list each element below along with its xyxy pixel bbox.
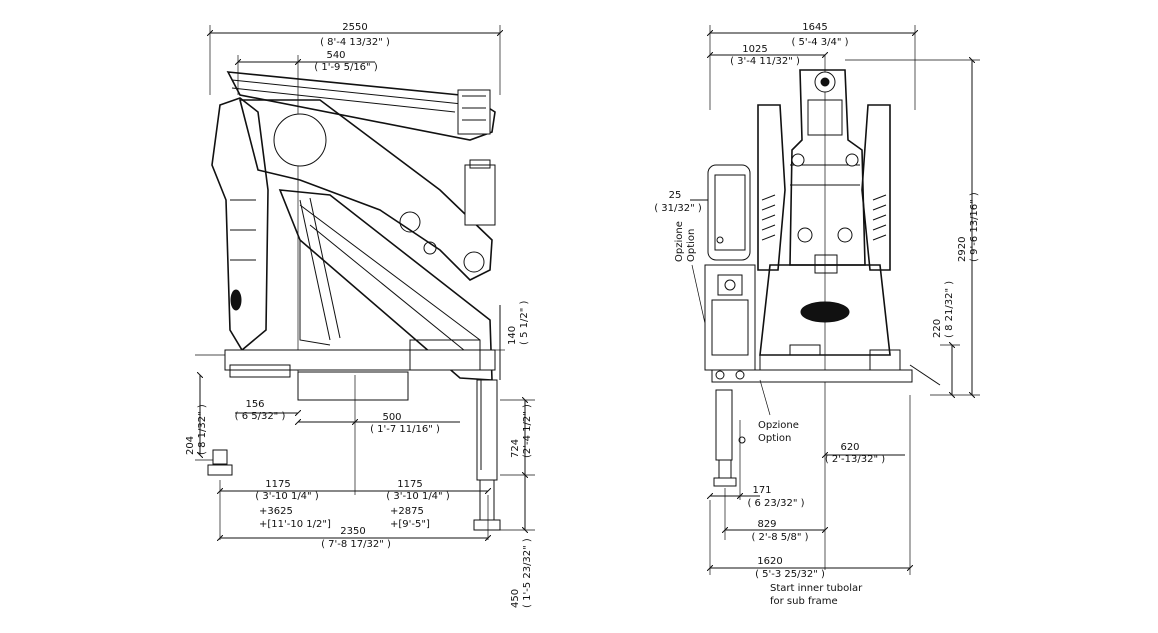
dim-25-in: ( 31/32" ) (654, 203, 702, 214)
dim-1620-in: ( 5'-3 25/32" ) (755, 569, 825, 580)
dim-leg-width: 171 ( 6 23/32" ) (710, 485, 805, 509)
rear-stabilizer-leg (713, 389, 746, 500)
note-line-1: Start inner tubolar (770, 583, 863, 594)
dim-500-in: ( 1'-7 11/16" ) (370, 424, 440, 435)
dim-1620-mm: 1620 (757, 556, 782, 567)
crane-body-side (211, 71, 496, 401)
dim-left-plus-in: +[11'-10 1/2"] (259, 519, 331, 530)
dim-right-1175-mm: 1175 (397, 479, 422, 490)
right-stabilizer-leg: 724 (2'-4 1/2" ) 450 ( 1'-5 23/32" ) (473, 379, 535, 608)
dim-overall-height: 2920 ( 9'-6 13/16" ) (845, 60, 980, 395)
dim-204-mm: 204 (185, 436, 196, 455)
dim-base-offset: 156 ( 6 5/32" ) (235, 399, 298, 422)
dim-156-mm: 156 (245, 399, 264, 410)
option-label-bottom: Opzione Option (758, 379, 799, 444)
dim-829-mm: 829 (757, 519, 776, 530)
option-label-bottom-it: Opzione (758, 420, 799, 431)
dim-left-1175-mm: 1175 (265, 479, 290, 490)
note-line-2: for sub frame (770, 596, 838, 607)
dim-2920-in: ( 9'-6 13/16" ) (969, 192, 980, 262)
dim-overall-width-rear: 1645 ( 5'-4 3/4" ) (710, 22, 915, 110)
dim-171-in: ( 6 23/32" ) (747, 498, 804, 509)
dim-overall-width-side: 2550 ( 8'-4 13/32" ) (210, 22, 500, 95)
dim-171-mm: 171 (752, 485, 771, 496)
dim-right-plus-in: +[9'-5"] (390, 519, 430, 530)
dim-1645-mm: 1645 (802, 22, 827, 33)
dim-500-mm: 500 (382, 412, 401, 423)
dim-2920-mm: 2920 (957, 237, 968, 262)
option-label-bottom-en: Option (758, 433, 791, 444)
crane-body-rear (704, 69, 941, 386)
rear-view: 1645 ( 5'-4 3/4" ) 1025 ( 3'-4 11/32" ) … (654, 22, 980, 607)
dim-1645-in: ( 5'-4 3/4" ) (791, 37, 848, 48)
option-label-left-it: Opzione (674, 221, 685, 262)
dim-stabilizer-span: 2350 ( 7'-8 17/32" ) (220, 526, 488, 550)
dim-base-height-rear: 220 ( 8 21/32" ) (932, 281, 960, 395)
dim-620-in: ( 2'-13/32" ) (825, 454, 885, 465)
dim-right-plus: +2875 (390, 506, 424, 517)
dim-leg-span: 829 ( 2'-8 5/8" ) (725, 488, 825, 543)
dim-2350-in: ( 7'-8 17/32" ) (321, 539, 391, 550)
dim-2350-mm: 2350 (340, 526, 365, 537)
dim-140-in: ( 5 1/2" ) (519, 301, 530, 345)
dim-stabilizer-offset: 500 ( 1'-7 11/16" ) (298, 375, 460, 495)
dim-829-in: ( 2'-8 5/8" ) (751, 532, 808, 543)
dim-540-in: ( 1'-9 5/16" ) (314, 62, 378, 73)
dim-220-mm: 220 (932, 319, 943, 338)
dim-140-mm: 140 (507, 326, 518, 345)
option-label-left-en: Option (686, 229, 697, 262)
dim-leg-offset: 620 ( 2'-13/32" ) (825, 442, 905, 465)
dim-1025-in: ( 3'-4 11/32" ) (730, 56, 800, 67)
dim-220-in: ( 8 21/32" ) (944, 281, 955, 338)
dim-base-height-side: 140 ( 5 1/2" ) (495, 301, 530, 380)
dim-subframe-width: 1620 ( 5'-3 25/32" ) Start inner tubolar… (710, 395, 910, 607)
side-view: 2550 ( 8'-4 13/32" ) 540 ( 1'-9 5/16" ) (185, 22, 535, 608)
dim-2550-mm: 2550 (342, 22, 367, 33)
dim-724-in: (2'-4 1/2" ) (522, 404, 533, 458)
dim-25-mm: 25 (669, 190, 682, 201)
dim-540-mm: 540 (326, 50, 345, 61)
left-stabilizer-foot: 204 ( 8 1/32" ) (185, 354, 233, 476)
dim-204-in: ( 8 1/32" ) (197, 404, 208, 455)
dim-2550-in: ( 8'-4 13/32" ) (320, 37, 390, 48)
dim-724-mm: 724 (510, 439, 521, 458)
dim-left-1175-in: ( 3'-10 1/4" ) (255, 491, 319, 502)
dim-1025-mm: 1025 (742, 44, 767, 55)
dim-right-1175-in: ( 3'-10 1/4" ) (386, 491, 450, 502)
dim-extensions: 1175 ( 3'-10 1/4" ) +3625 +[11'-10 1/2"]… (220, 479, 488, 540)
dim-156-in: ( 6 5/32" ) (235, 411, 286, 422)
dim-620-mm: 620 (840, 442, 859, 453)
dim-left-plus: +3625 (259, 506, 293, 517)
dim-450-in: ( 1'-5 23/32" ) (522, 538, 533, 608)
dim-450-mm: 450 (510, 589, 521, 608)
